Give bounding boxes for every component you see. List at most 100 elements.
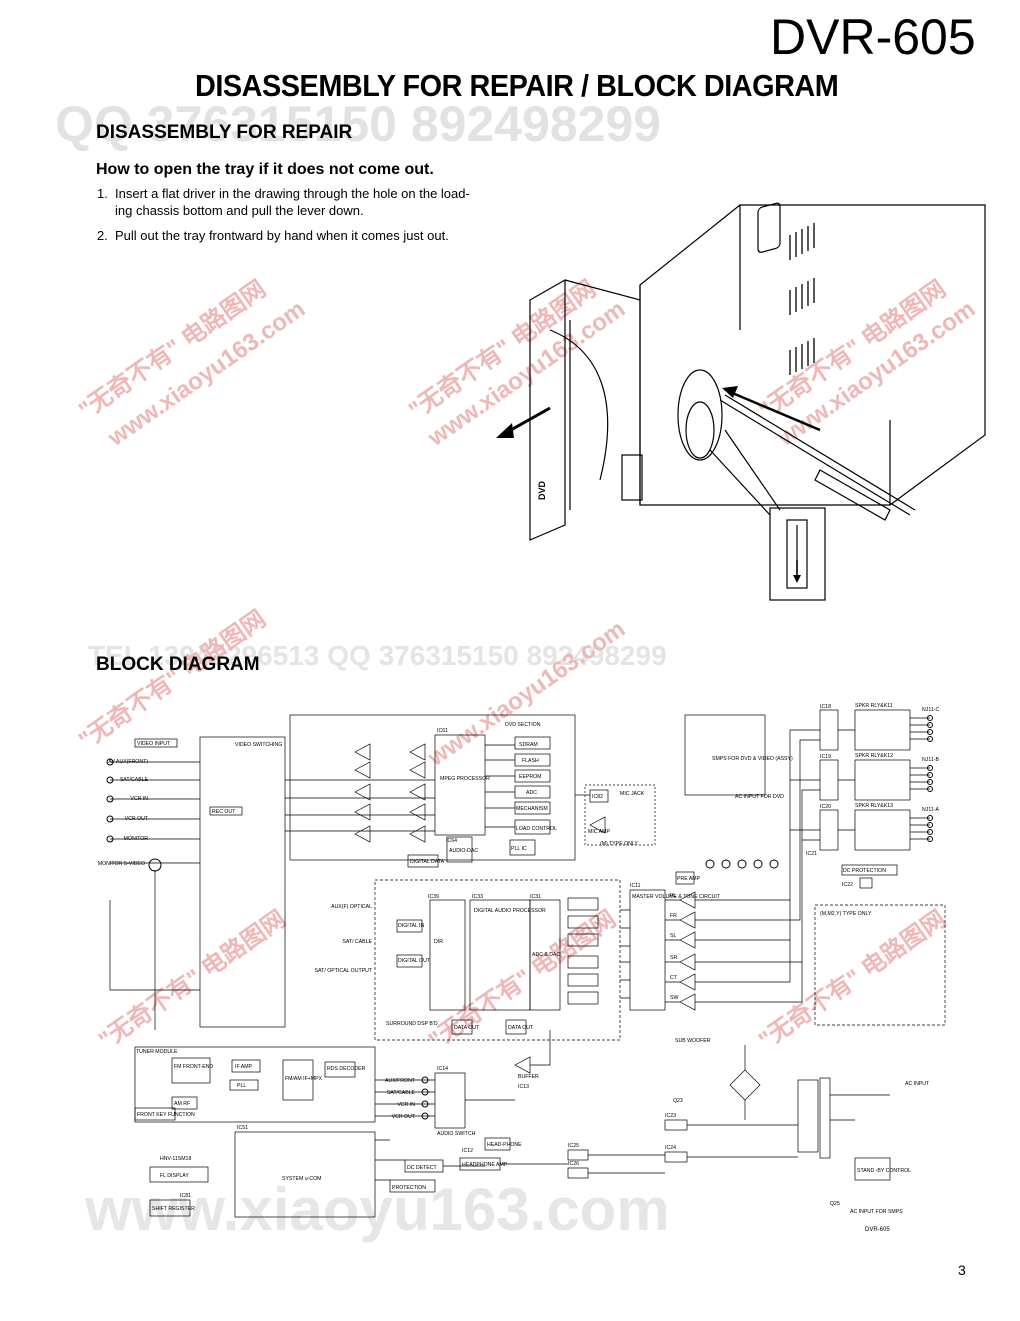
audio-dac-label: AUDIO-DAC	[449, 848, 478, 854]
ic-12: IC12	[462, 1148, 473, 1154]
step-2: 2.Pull out the tray frontward by hand wh…	[97, 226, 449, 245]
smps-label: SMPS FOR DVD & VIDEO (ASSY)	[712, 756, 793, 762]
data-out-2-label: DATA OUT	[508, 1025, 534, 1031]
video-input-label: VIDEO INPUT	[137, 741, 171, 747]
diagram-code: DVR-605	[865, 1227, 890, 1233]
audio-input-aux-optical: AUX(F) OPTICAL	[331, 904, 372, 910]
mpeg-label: MPEG PROCESSOR	[440, 776, 490, 782]
protection-label: PROTECTION	[392, 1185, 426, 1191]
block-diagram: DVD SECTION MPEG PROCESSOR SDRAM FLASH E…	[98, 703, 946, 1218]
step-1-number: 1.	[97, 186, 108, 201]
dvd-section-label: DVD SECTION	[505, 722, 541, 728]
m-type-only-label: (M) TYPE ONLY	[600, 841, 638, 847]
ic-19: IC19	[820, 754, 831, 760]
model-number: DVR-605	[770, 9, 976, 65]
channel-sr: SR	[670, 955, 677, 961]
spkr-relay-12-label: SPKR RLY&K12	[855, 753, 893, 759]
jack-vcr-out: VCR OUT	[125, 816, 149, 822]
jack-av-aux: AV AUX(FRONT)	[108, 759, 148, 765]
dc-protection-label: DC PROTECTION	[843, 868, 886, 874]
rds-decoder-label: RDS DECODER	[327, 1066, 366, 1072]
flash-label: FLASH	[522, 758, 539, 764]
fm-am-if-label: FM/AM IF+MPX	[285, 1076, 323, 1082]
output-nj11-c: NJ11-C	[922, 707, 939, 713]
tray-dvd-label: DVD	[537, 480, 547, 500]
page-title: DISASSEMBLY FOR REPAIR / BLOCK DIAGRAM	[195, 68, 839, 103]
section-heading-disassembly: DISASSEMBLY FOR REPAIR	[96, 122, 353, 143]
jack-sat-cable: SAT/CABLE	[120, 777, 149, 783]
fm-front-end-label: FM FRONT-END	[174, 1064, 213, 1070]
ic-26: IC26	[568, 1161, 579, 1167]
headphone-label: HEAD-PHONE	[487, 1142, 522, 1148]
step-1: 1. Insert a flat driver in the drawing th…	[97, 184, 537, 203]
load-control-label: LOAD CONTROL	[516, 826, 557, 832]
sub-woofer-label: SUB WOOFER	[675, 1038, 711, 1044]
ic-61: IC61	[437, 728, 448, 734]
adc-dac-label: ADC & DAC	[532, 952, 561, 958]
tray-illustration: DVD	[496, 202, 986, 601]
mic-amp-label: MIC AMP	[588, 829, 610, 835]
digital-data-label: DIGITAL DATA	[410, 859, 445, 865]
adc-label: ADC	[526, 790, 537, 796]
channel-ct: CT	[670, 975, 678, 981]
ac-input-label: AC INPUT	[905, 1081, 930, 1087]
subheading-tray: How to open the tray if it does not come…	[96, 161, 434, 178]
watermark-diag-1: "无奇不有" 电路图网	[74, 275, 271, 425]
audio-output-optical: SAT/ OPTICAL OUTPUT	[315, 968, 373, 974]
jack-vcr-in: VCR IN	[130, 796, 148, 802]
data-out-1-label: DATA OUT	[454, 1025, 480, 1031]
ic-14: IC14	[437, 1066, 448, 1072]
ic-31: IC31	[530, 894, 541, 900]
q-25: Q25	[830, 1201, 840, 1207]
mic-jack-label: MIC JACK	[620, 791, 645, 797]
channel-sw: SW	[670, 995, 678, 1001]
switch-vcr-in: VCR IN	[397, 1102, 415, 1108]
ic-82: IC82	[592, 794, 603, 800]
step-1-text: Insert a flat driver in the drawing thro…	[115, 186, 470, 201]
stand-by-label: STAND -BY CONTROL	[857, 1168, 911, 1174]
jack-monitor-svideo: MONITOR S-VIDEO	[98, 861, 145, 867]
ic-20: IC20	[820, 804, 831, 810]
ic-25: IC25	[568, 1143, 579, 1149]
ac-input-smps-label: AC INPUT FOR SMPS	[850, 1209, 903, 1215]
am-rf-label: AM RF	[174, 1101, 190, 1107]
ic-64: IC64	[446, 838, 457, 844]
front-key-label: FRONT KEY FUNCTION	[137, 1112, 195, 1118]
channel-sl: SL	[670, 933, 676, 939]
system-ucom-label: SYSTEM u-COM	[282, 1176, 322, 1182]
ic-33: IC33	[472, 894, 483, 900]
ic-11: IC11	[630, 883, 641, 889]
fl-display-label: FL DISPLAY	[160, 1173, 189, 1179]
ic-24: IC24	[665, 1145, 676, 1151]
rec-out-label: REC OUT	[212, 809, 236, 815]
dc-detect-label: DC DETECT	[407, 1165, 438, 1171]
if-amp-label: IF AMP	[235, 1064, 253, 1070]
ic-21: IC21	[806, 851, 817, 857]
audio-input-sat-cable: SAT/ CABLE	[342, 939, 372, 945]
dap-label: DIGITAL AUDIO PROCESSOR	[474, 908, 546, 914]
ic-81: IC81	[180, 1193, 191, 1199]
ic-51: IC51	[237, 1125, 248, 1131]
watermark-diag-2: www.xiaoyu163.com	[103, 295, 311, 452]
ic-39: IC39	[428, 894, 439, 900]
eeprom-label: EEPROM	[519, 774, 541, 780]
mechanism-label: MECHANISM	[516, 806, 548, 812]
pll-ic-label: PLL IC	[511, 846, 527, 852]
dir-label: DIR	[434, 939, 443, 945]
section-heading-block-diagram: BLOCK DIAGRAM	[96, 654, 260, 675]
ic-23: IC23	[665, 1113, 676, 1119]
digital-in-label: DIGITAL IN	[398, 923, 424, 929]
channel-fr: FR	[670, 913, 677, 919]
spkr-relay-13-label: SPKR RLY&K13	[855, 803, 893, 809]
pll-label: PLL	[237, 1083, 246, 1089]
video-switching-label: VIDEO SWITCHING	[235, 742, 282, 748]
spkr-relay-11-label: SPKR RLY&K11	[855, 703, 893, 709]
output-nj11-b: NJ11-B	[922, 757, 939, 763]
sdram-label: SDRAM	[519, 742, 538, 748]
switch-vcr-out: VCR OUT	[392, 1114, 416, 1120]
buffer-label: BUFFER	[518, 1074, 539, 1080]
tuner-module-label: TUNER MODULE	[136, 1049, 178, 1055]
pre-amp-label: PRE AMP	[677, 876, 701, 882]
ic-22: IC22	[842, 882, 853, 888]
hnv-label: HNV-11SM18	[160, 1156, 191, 1162]
